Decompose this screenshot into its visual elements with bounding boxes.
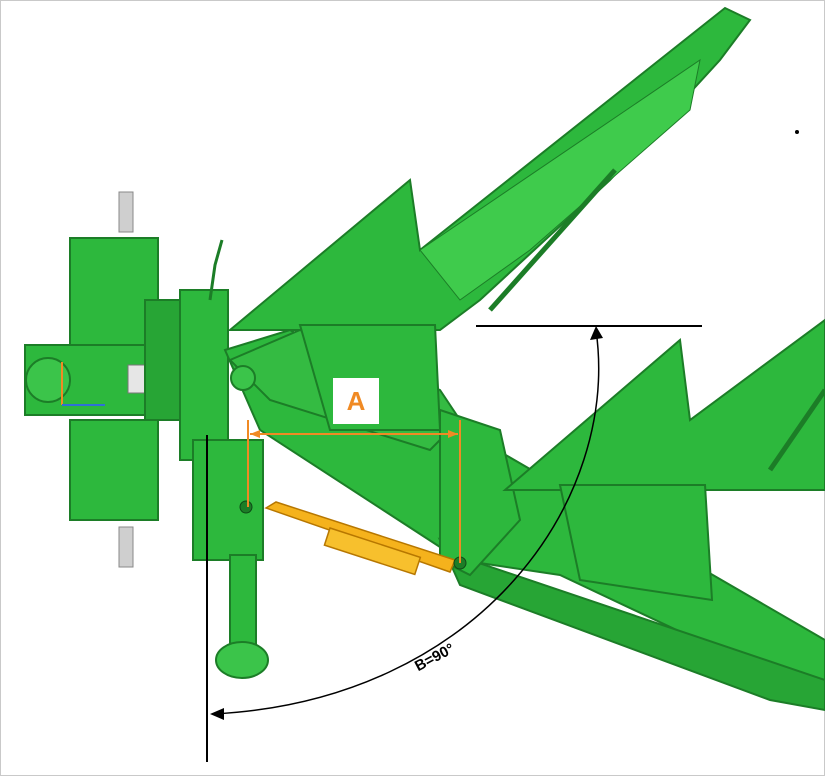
angle-arrow-top: [590, 326, 603, 340]
pto-hub: [25, 357, 71, 403]
side-bracket: [144, 299, 186, 421]
dot-marker: [795, 130, 799, 134]
dimension-a-label: A: [333, 378, 379, 424]
pivot-bolt: [230, 365, 256, 391]
mast-assembly: [179, 239, 269, 679]
mast-lower: [192, 439, 264, 561]
stay-rod-1: [488, 168, 617, 312]
hole-left: [239, 500, 253, 514]
angle-b: [206, 325, 702, 762]
dimension-a-label-text: A: [346, 385, 366, 416]
dimension-a-arrow-right: [448, 430, 458, 438]
cylinder-barrel: [323, 527, 422, 576]
dimension-a: [247, 420, 461, 563]
mouldboard-1: [227, 6, 752, 331]
mast: [179, 289, 229, 461]
angle-arrow-left: [210, 708, 224, 720]
leg-2: [558, 484, 714, 602]
hitch-plate-top: [69, 237, 159, 359]
depth-wheel: [215, 641, 269, 679]
lever: [208, 239, 224, 301]
top-pin: [118, 191, 134, 233]
stay-rod-2: [767, 388, 825, 472]
hitch-assembly: [24, 191, 186, 568]
mouldboard-1-shade: [419, 58, 701, 301]
hitch-plate-bottom: [69, 419, 159, 521]
mouldboard-2: [502, 318, 825, 491]
plough-body-2: [502, 318, 825, 602]
angle-arc: [213, 329, 600, 715]
bottom-pin: [118, 526, 134, 568]
dimension-a-arrow-left: [250, 430, 260, 438]
top-link-cylinder: [264, 501, 457, 576]
